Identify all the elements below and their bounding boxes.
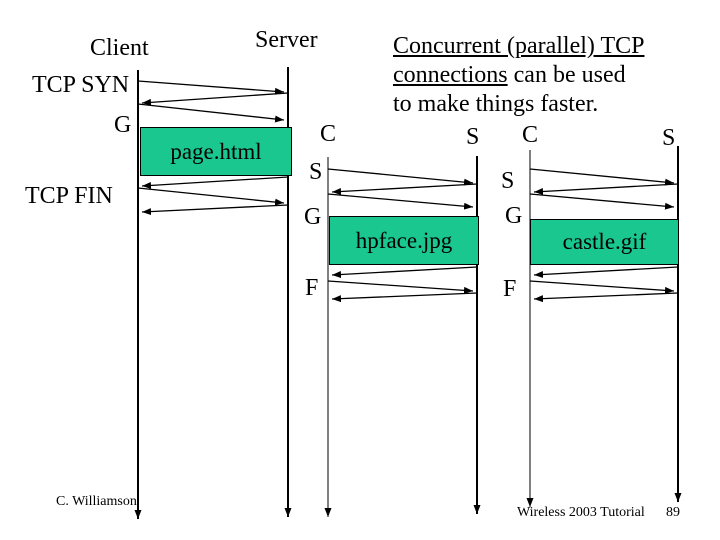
msg-arrow-ack [529, 193, 675, 210]
file-box-label: hpface.jpg [355, 227, 453, 253]
msg-arrow-syn [137, 80, 285, 95]
note-line3: to make things faster. [393, 91, 599, 117]
footer-event: Wireless 2003 Tutorial [517, 505, 645, 520]
note-line2-rest: can be used [507, 62, 626, 88]
conn2-syn-label: S [309, 159, 323, 185]
msg-arrow-ack [327, 193, 474, 210]
footer-page-number: 89 [666, 505, 680, 520]
conn2-client-label: C [320, 121, 337, 147]
server-column-label: Server [255, 27, 318, 53]
msg-arrow-fin [331, 266, 478, 278]
note-line2-underlined: connections [393, 62, 508, 88]
client-column-label: Client [90, 35, 149, 61]
msg-arrow-finack [137, 187, 285, 206]
slide-note: Concurrent (parallel) TCP connections ca… [393, 32, 683, 119]
file-box-page-html: page.html [140, 127, 292, 176]
file-box-castle-gif: castle.gif [530, 219, 679, 265]
conn2-fin-label: F [305, 275, 319, 301]
msg-arrow-synack [331, 183, 478, 195]
conn3-get-label: G [505, 203, 523, 229]
msg-arrow-ack2 [533, 292, 679, 303]
conn1-get-label: G [114, 112, 132, 138]
msg-arrow-ack [137, 103, 285, 123]
footer-author: C. Williamson [56, 494, 137, 509]
conn3-server-label: S [662, 125, 676, 151]
conn2-server-label: S [466, 124, 480, 150]
conn2-get-label: G [304, 204, 322, 230]
msg-arrow-syn [529, 168, 675, 186]
msg-arrow-synack [533, 183, 679, 195]
msg-arrow-fin [141, 176, 289, 189]
conn3-client-label: C [522, 122, 539, 148]
msg-arrow-ack2 [331, 292, 478, 303]
msg-arrow-fin [533, 266, 679, 278]
note-line1: Concurrent (parallel) TCP [393, 33, 645, 59]
msg-arrow-synack [141, 92, 289, 106]
tcp-syn-label: TCP SYN [32, 72, 130, 98]
file-box-label: castle.gif [562, 229, 647, 254]
file-box-label: page.html [170, 138, 262, 164]
conn3-syn-label: S [501, 168, 515, 194]
msg-arrow-syn [327, 168, 474, 186]
msg-arrow-finack [529, 280, 675, 294]
conn3-fin-label: F [503, 276, 517, 302]
msg-arrow-finack [327, 280, 474, 294]
tcp-fin-label: TCP FIN [25, 183, 113, 209]
file-box-hpface-jpg: hpface.jpg [329, 216, 479, 265]
msg-arrow-ack2 [141, 204, 289, 216]
